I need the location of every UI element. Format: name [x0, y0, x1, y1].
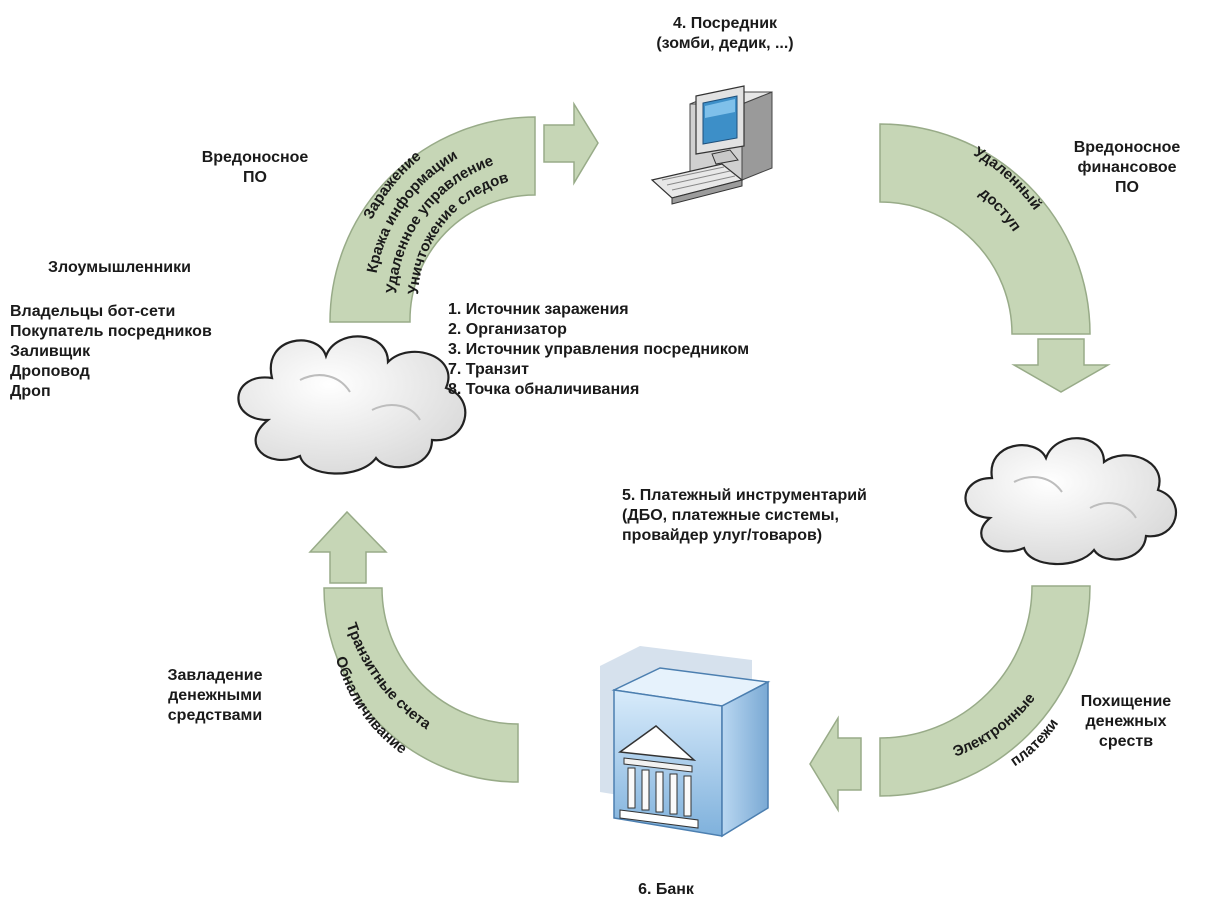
bank-label: 6. Банк [638, 881, 694, 898]
attackers-title: Злоумышленники [48, 259, 191, 276]
transit-arc [323, 587, 519, 783]
seizure-label: Завладение денежными средствами [140, 666, 290, 726]
arrow-up-to-attackers [308, 510, 388, 584]
attacker-role: Заливщик [10, 343, 91, 360]
payment-tools-line: (ДБО, платежные системы, [622, 507, 839, 524]
theft-line-1: Похищение [1080, 693, 1172, 710]
malware-label: Вредоносное ПО [180, 148, 330, 188]
attackers-cloud-list: 1. Источник заражения 2. Организатор 3. … [448, 300, 749, 400]
remote-access-arc [879, 123, 1091, 335]
bank-building-icon [600, 646, 771, 838]
financial-malware-label: Вредоносное финансовое ПО [1052, 138, 1202, 198]
financial-malware-line-2: финансовое [1077, 159, 1177, 176]
cloud-list-item: 7. Транзит [448, 361, 529, 378]
payments-arc [879, 585, 1091, 797]
attacker-role: Покупатель посредников [10, 323, 212, 340]
theft-line-2: денежных [1085, 713, 1167, 730]
malware-line-1: Вредоносное [201, 149, 309, 166]
payment-tools-line: 5. Платежный инструментарий [622, 487, 867, 504]
cloud-list-item: 1. Источник заражения [448, 301, 629, 318]
payment-tools-line: провайдер улуг/товаров) [622, 527, 823, 544]
arrow-to-bank [809, 715, 862, 813]
intermediary-title: 4. Посредник [672, 15, 778, 32]
intermediary-subtitle: (зомби, дедик, ...) [656, 35, 794, 52]
arrow-to-intermediary [543, 101, 599, 186]
cloud-icon-payments [964, 437, 1177, 566]
attackers-roles: Владельцы бот-сети Покупатель посреднико… [10, 302, 212, 402]
financial-malware-line-1: Вредоносное [1073, 139, 1181, 156]
payment-tools-label: 5. Платежный инструментарий (ДБО, платеж… [622, 486, 867, 546]
seizure-line-3: средствами [167, 707, 263, 724]
theft-label: Похищение денежных срeств [1056, 692, 1196, 752]
attacker-role: Дроповод [10, 363, 90, 380]
attacker-role: Владельцы бот-сети [10, 303, 176, 320]
cloud-icon-attackers [237, 335, 467, 475]
malware-line-2: ПО [243, 169, 267, 186]
intermediary-label: 4. Посредник (зомби, дедик, ...) [640, 14, 810, 54]
seizure-line-1: Завладение [167, 667, 263, 684]
cloud-list-item: 8. Точка обналичивания [448, 381, 640, 398]
financial-malware-line-3: ПО [1115, 179, 1139, 196]
computer-icon [650, 85, 773, 205]
cloud-list-item: 2. Организатор [448, 321, 567, 338]
arrow-down-to-payments [1011, 338, 1111, 393]
seizure-line-2: денежными [168, 687, 262, 704]
attacker-role: Дроп [10, 383, 51, 400]
cloud-list-item: 3. Источник управления посредником [448, 341, 750, 358]
theft-line-3: срeств [1098, 733, 1154, 750]
infection-arc [329, 116, 536, 323]
